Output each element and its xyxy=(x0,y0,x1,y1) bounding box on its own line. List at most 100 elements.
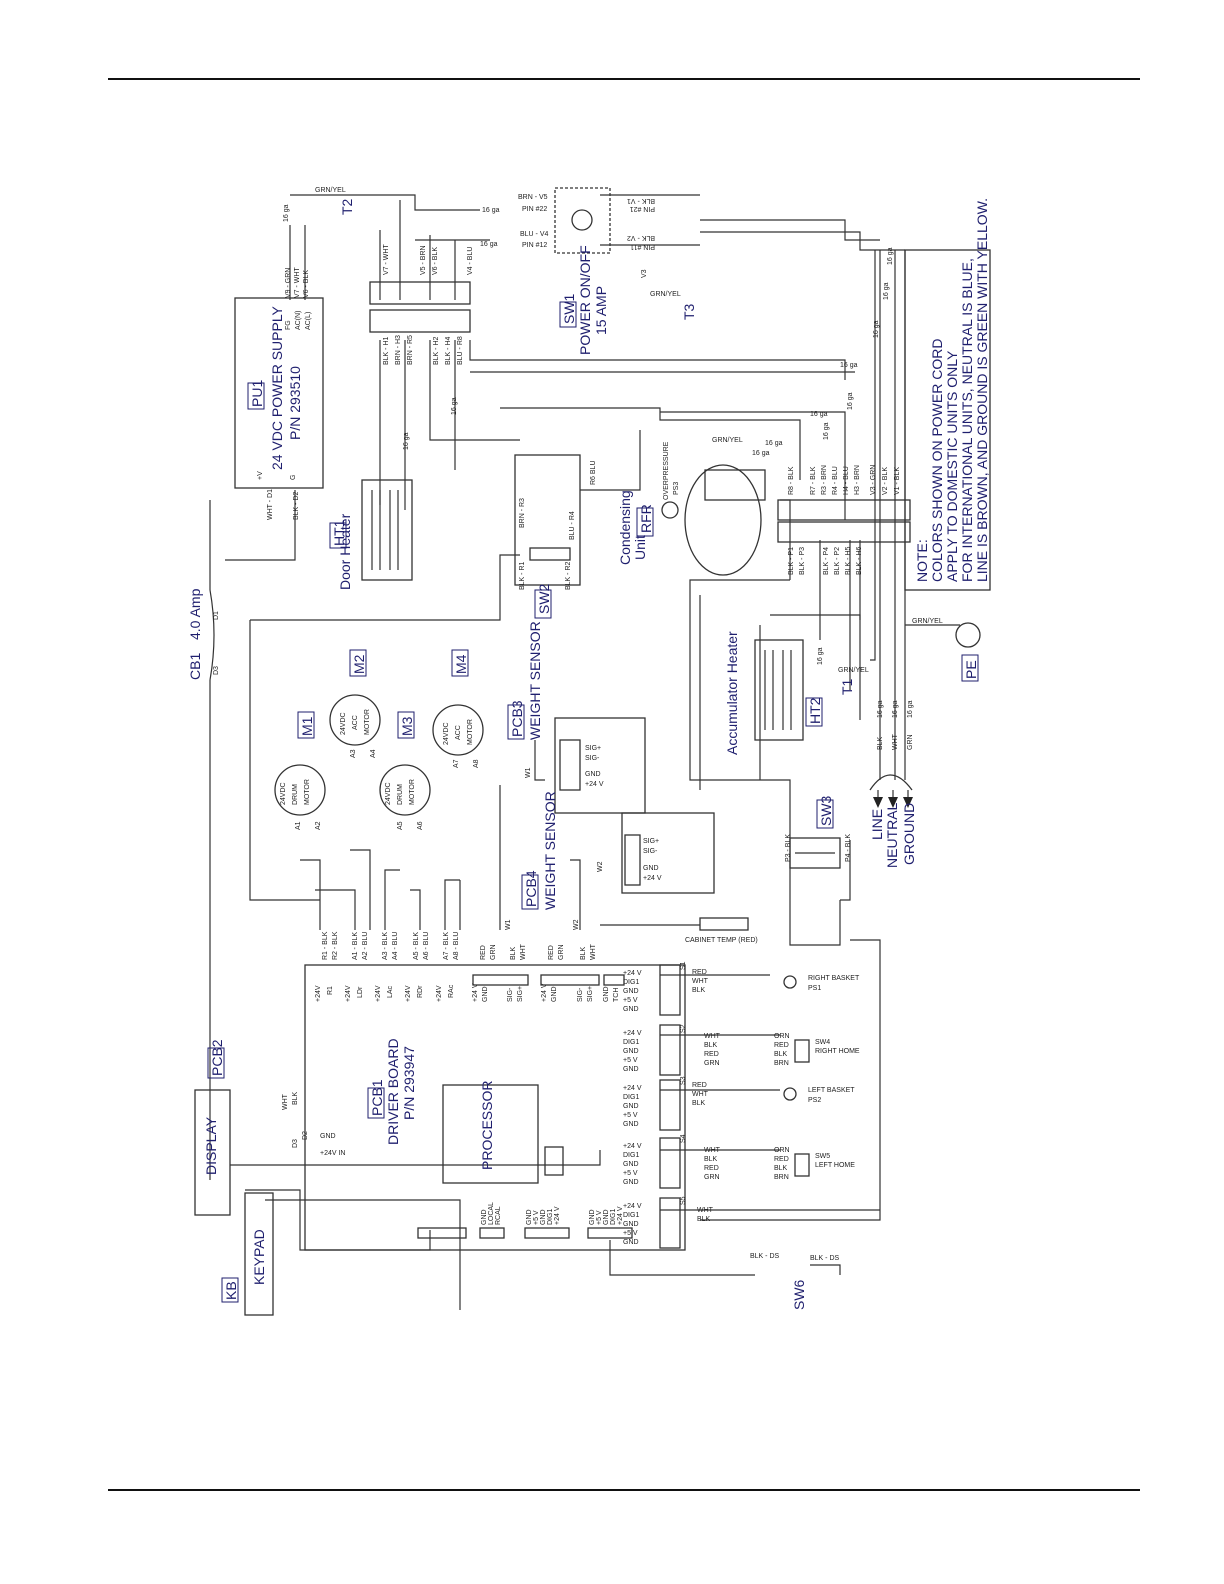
svg-text:CB1: CB1 xyxy=(187,653,203,680)
svg-text:GRN/YEL: GRN/YEL xyxy=(838,667,869,674)
svg-text:+24 V: +24 V xyxy=(623,1203,642,1210)
svg-text:NOTE:: NOTE: xyxy=(914,539,930,582)
svg-text:Unit: Unit xyxy=(632,535,648,560)
svg-text:PU1: PU1 xyxy=(249,380,265,407)
svg-text:+5 V: +5 V xyxy=(623,997,638,1004)
svg-text:DIG1: DIG1 xyxy=(623,1094,639,1101)
svg-text:PCB2: PCB2 xyxy=(209,1039,225,1076)
svg-text:V5 - BRN: V5 - BRN xyxy=(420,245,427,275)
svg-text:A5 - BLK: A5 - BLK xyxy=(413,932,420,960)
svg-text:4.0 Amp: 4.0 Amp xyxy=(187,588,203,640)
svg-text:G: G xyxy=(290,475,297,480)
svg-text:WHT: WHT xyxy=(892,733,899,750)
svg-text:M2: M2 xyxy=(351,654,367,674)
svg-text:Condensing: Condensing xyxy=(617,490,633,565)
svg-text:GRN: GRN xyxy=(490,944,497,960)
svg-text:BRN - R3: BRN - R3 xyxy=(519,498,526,528)
svg-text:SW1: SW1 xyxy=(561,293,577,324)
svg-text:GND: GND xyxy=(481,1209,488,1225)
svg-text:SIG-: SIG- xyxy=(643,848,658,855)
svg-text:BLK - R1: BLK - R1 xyxy=(519,561,526,590)
note-box: NOTE: COLORS SHOWN ON POWER CORD APPLY T… xyxy=(904,198,991,591)
svg-text:P3 - BLK: P3 - BLK xyxy=(785,834,792,862)
svg-text:+24 V: +24 V xyxy=(623,1030,642,1037)
svg-text:BLK - H1: BLK - H1 xyxy=(383,336,390,365)
svg-text:FG: FG xyxy=(285,320,292,330)
svg-text:SW6: SW6 xyxy=(791,1279,807,1310)
top-rule xyxy=(108,78,1140,80)
svg-text:BLK: BLK xyxy=(580,946,587,960)
svg-text:SIG+: SIG+ xyxy=(517,986,524,1002)
svg-text:16 ga: 16 ga xyxy=(823,422,830,440)
svg-text:S3: S3 xyxy=(680,1076,687,1085)
svg-text:R1 - BLK: R1 - BLK xyxy=(322,931,329,960)
svg-text:16 ga: 16 ga xyxy=(765,440,783,447)
svg-text:GND: GND xyxy=(643,865,659,872)
pu1-power-supply: PU1 24 VDC POWER SUPPLY P/N 293510 +V G … xyxy=(234,267,324,520)
svg-text:MOTOR: MOTOR xyxy=(364,709,371,735)
svg-text:HT2: HT2 xyxy=(807,697,823,724)
s2-right-home: +24 V DIG1 GND +5 V GND S2 WHT BLK RED G… xyxy=(623,1024,860,1076)
svg-text:R6 BLU: R6 BLU xyxy=(590,460,597,485)
terminal-block-top: BLK - H1 BRN - H3 BRN - R5 BLK - H2 BLK … xyxy=(369,244,474,365)
svg-text:T2: T2 xyxy=(339,198,355,215)
svg-text:A3: A3 xyxy=(350,749,357,758)
svg-text:BLK - V1: BLK - V1 xyxy=(627,197,655,204)
svg-text:RIGHT HOME: RIGHT HOME xyxy=(815,1048,860,1055)
svg-text:GRN: GRN xyxy=(704,1174,720,1181)
svg-text:GND: GND xyxy=(623,1239,639,1246)
svg-text:GND: GND xyxy=(623,1006,639,1013)
svg-text:D3: D3 xyxy=(292,1139,299,1148)
s5-connector: +24 V DIG1 GND +5 V GND S5 WHT BLK xyxy=(623,1196,714,1249)
svg-text:A1: A1 xyxy=(295,821,302,830)
svg-text:BLK: BLK xyxy=(704,1042,718,1049)
svg-text:GRN/YEL: GRN/YEL xyxy=(912,618,943,625)
svg-text:RIGHT BASKET: RIGHT BASKET xyxy=(808,975,860,982)
svg-text:R1: R1 xyxy=(327,986,334,995)
s1-right-basket: +24 V DIG1 GND +5 V GND S1 RED WHT BLK R… xyxy=(623,961,860,1016)
svg-text:W2: W2 xyxy=(597,861,604,872)
svg-text:GND: GND xyxy=(482,986,489,1002)
svg-text:RED: RED xyxy=(774,1156,789,1163)
svg-text:16 ga: 16 ga xyxy=(810,411,828,418)
sw6-switch: BLK - DS BLK - DS SW6 xyxy=(750,1253,840,1310)
bottom-rule xyxy=(108,1489,1140,1491)
svg-text:+24 V: +24 V xyxy=(554,1206,561,1225)
svg-text:LAc: LAc xyxy=(387,985,394,998)
svg-text:24VDC: 24VDC xyxy=(280,782,287,805)
svg-text:PS1: PS1 xyxy=(808,985,821,992)
svg-text:BLK - H2: BLK - H2 xyxy=(433,336,440,365)
kb-keypad: KEYPAD KB xyxy=(221,1192,274,1316)
svg-text:MOTOR: MOTOR xyxy=(409,779,416,805)
svg-text:BLK - R2: BLK - R2 xyxy=(565,561,572,590)
svg-text:16 ga: 16 ga xyxy=(873,320,880,338)
t2-ground: T2 GRN/YEL xyxy=(315,187,355,215)
svg-text:16 ga: 16 ga xyxy=(480,241,498,248)
gauge-markers: 16 ga 16 ga 16 ga 16 ga 16 ga 16 ga 16 g… xyxy=(283,204,894,665)
svg-text:WHT: WHT xyxy=(520,943,527,960)
svg-text:16 ga: 16 ga xyxy=(840,362,858,369)
svg-text:BLK - DS: BLK - DS xyxy=(810,1255,840,1262)
svg-text:PS2: PS2 xyxy=(808,1097,821,1104)
svg-text:T3: T3 xyxy=(681,303,697,320)
svg-text:BLK - H5: BLK - H5 xyxy=(845,546,852,575)
svg-text:MOTOR: MOTOR xyxy=(304,779,311,805)
svg-text:W1: W1 xyxy=(525,767,532,778)
svg-text:16 ga: 16 ga xyxy=(283,204,290,222)
svg-text:DIG1: DIG1 xyxy=(623,1039,639,1046)
svg-text:RED: RED xyxy=(704,1165,719,1172)
svg-text:A2: A2 xyxy=(315,821,322,830)
ht1-door-heater: HT1 Door Heater xyxy=(329,479,413,590)
svg-text:BRN - R5: BRN - R5 xyxy=(407,335,414,365)
svg-text:DIG1: DIG1 xyxy=(610,1209,617,1225)
svg-text:BLU - R4: BLU - R4 xyxy=(569,511,576,540)
svg-text:BLK: BLK xyxy=(692,987,706,994)
m4-acc-motor: M4 24VDC ACC MOTOR A7 A8 xyxy=(432,649,484,768)
svg-text:16 ga: 16 ga xyxy=(752,450,770,457)
svg-text:+5 V: +5 V xyxy=(623,1230,638,1237)
svg-text:P/N 293947: P/N 293947 xyxy=(401,1046,417,1120)
svg-text:GRN/YEL: GRN/YEL xyxy=(315,187,346,194)
svg-text:D2: D2 xyxy=(302,1131,309,1140)
svg-text:PCB4: PCB4 xyxy=(523,870,539,907)
svg-text:R4 - BLU: R4 - BLU xyxy=(832,466,839,495)
